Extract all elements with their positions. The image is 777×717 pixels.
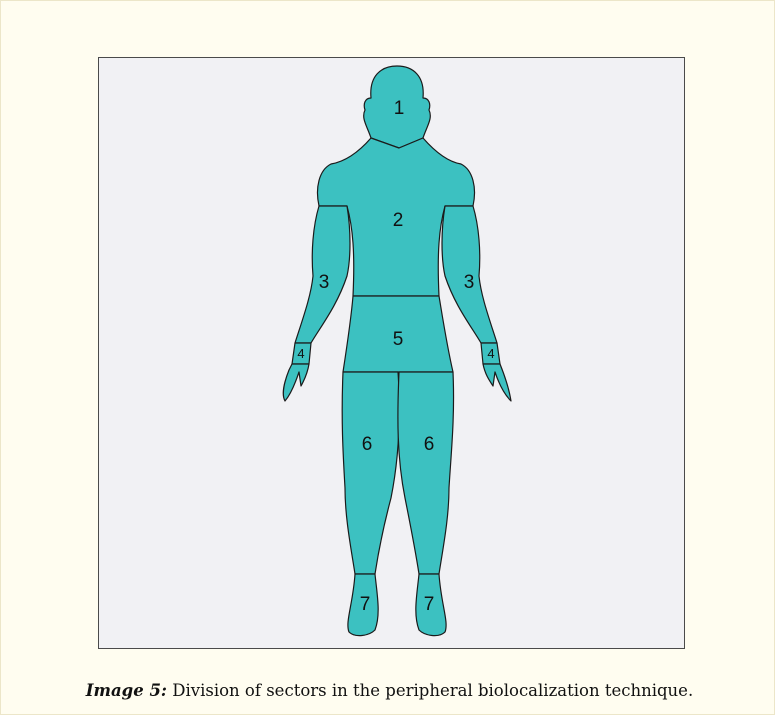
sector-right-hand: [483, 364, 511, 401]
body-diagram-svg: 1 2 3 3 4 4 5 6 6 7 7: [99, 58, 686, 650]
figure-caption: Image 5: Division of sectors in the peri…: [1, 681, 777, 700]
sector-label-right-leg: 6: [424, 434, 435, 455]
sector-left-hand: [283, 364, 309, 401]
sector-label-right-arm: 3: [464, 272, 475, 293]
sector-right-leg: [398, 372, 454, 574]
sector-label-left-arm: 3: [319, 272, 330, 293]
sector-label-head: 1: [394, 98, 405, 119]
sector-label-pelvis: 5: [393, 329, 404, 350]
sector-label-right-foot: 7: [424, 594, 435, 615]
caption-text: Division of sectors in the peripheral bi…: [167, 681, 693, 700]
sector-label-left-foot: 7: [360, 594, 371, 615]
sector-label-right-wrist: 4: [487, 346, 494, 361]
sector-label-left-leg: 6: [362, 434, 373, 455]
sector-left-leg: [342, 372, 399, 574]
body-sectors-diagram: 1 2 3 3 4 4 5 6 6 7 7: [98, 57, 685, 649]
sector-label-left-wrist: 4: [297, 346, 304, 361]
caption-label: Image 5:: [86, 681, 167, 700]
sector-label-trunk: 2: [393, 210, 404, 231]
